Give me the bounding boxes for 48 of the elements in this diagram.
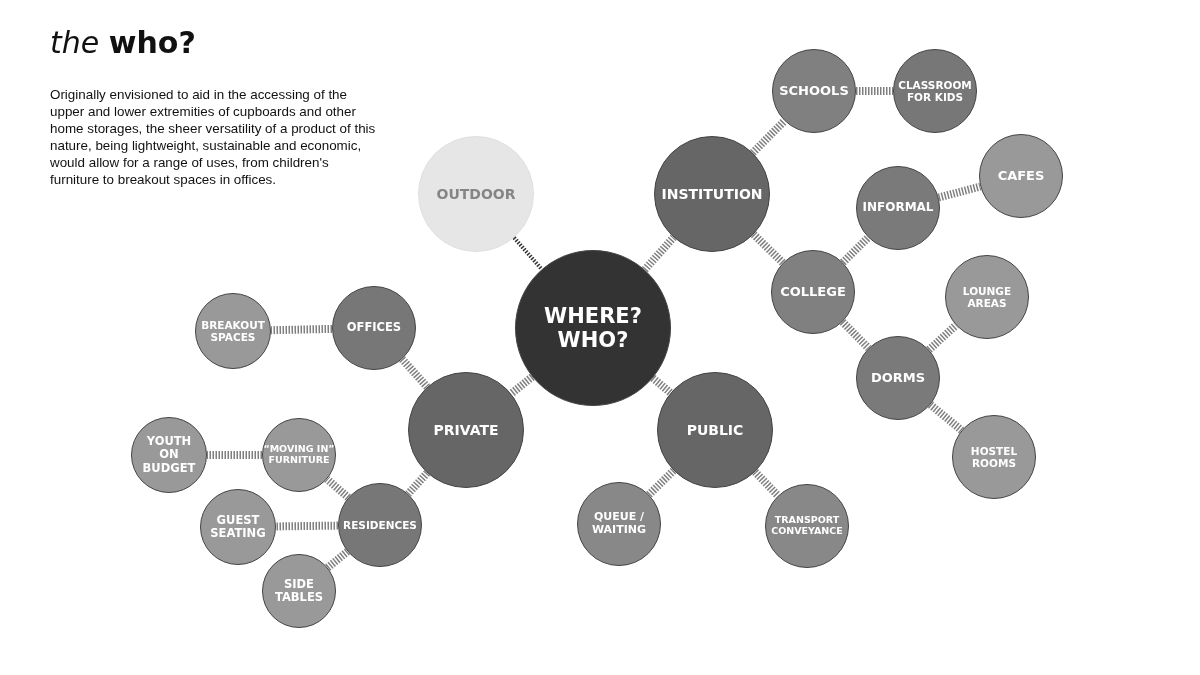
description-paragraph: Originally envisioned to aid in the accessing of the upper and lower extremities of cupboards and other home storages, the sheer versatility of a product of this nature, being lightweight, sustainable and economic, would allow for a range of uses, from children's furniture to breakout spaces in offices.: [50, 86, 377, 189]
connector-line: [512, 236, 544, 271]
node-label: SCHOOLS: [779, 83, 849, 99]
node-label: “MOVING IN” FURNITURE: [263, 444, 335, 466]
topic-circle: [771, 250, 855, 334]
connector-line: [752, 469, 781, 499]
node-label: CAFES: [997, 168, 1045, 184]
connector-line: [641, 234, 677, 273]
node-label: LOUNGE AREAS: [961, 284, 1013, 310]
node-label: SIDE TABLES: [273, 577, 325, 605]
connector-line: [275, 521, 339, 531]
node-label: TRANSPORT CONVEYANCE: [770, 515, 844, 537]
node-label: OFFICES: [346, 321, 402, 335]
node-label: YOUTH ON BUDGET: [141, 435, 197, 475]
node-label: PRIVATE: [433, 421, 499, 439]
connector-line: [856, 87, 893, 95]
node-label: QUEUE / WAITING: [590, 511, 648, 537]
node-label: COLLEGE: [780, 284, 846, 300]
connector-line: [270, 324, 333, 335]
node-label: CLASSROOM FOR KIDS: [897, 78, 973, 104]
connector-line: [749, 118, 788, 156]
connector-line: [646, 467, 677, 498]
connector-line: [650, 374, 674, 396]
connector-line: [926, 322, 959, 353]
connector-line: [324, 476, 351, 501]
connector-line: [399, 356, 431, 390]
node-label: INSTITUTION: [661, 185, 763, 203]
node-label: OUTDOOR: [436, 185, 516, 203]
connector-line: [937, 182, 982, 202]
topic-circle: [262, 554, 336, 628]
node-label: DORMS: [870, 370, 926, 386]
node-label: BREAKOUT SPACES: [200, 318, 266, 344]
connector-line: [750, 231, 786, 266]
node-label: HOSTEL ROOMS: [969, 444, 1019, 470]
node-label: GUEST SEATING: [209, 513, 267, 541]
topic-circle: [856, 336, 940, 420]
node-label: RESIDENCES: [343, 518, 417, 532]
connector-line: [840, 234, 871, 266]
connector-line: [207, 451, 262, 459]
connector-line: [405, 470, 431, 497]
connector-line: [927, 401, 965, 434]
node-label: PUBLIC: [686, 421, 744, 439]
title: the who?: [50, 26, 196, 59]
connector-line: [508, 373, 535, 397]
node-label: INFORMAL: [862, 201, 934, 215]
node-label: WHERE? WHO?: [543, 303, 643, 353]
connector-line: [839, 319, 872, 351]
connector-line: [325, 548, 350, 571]
